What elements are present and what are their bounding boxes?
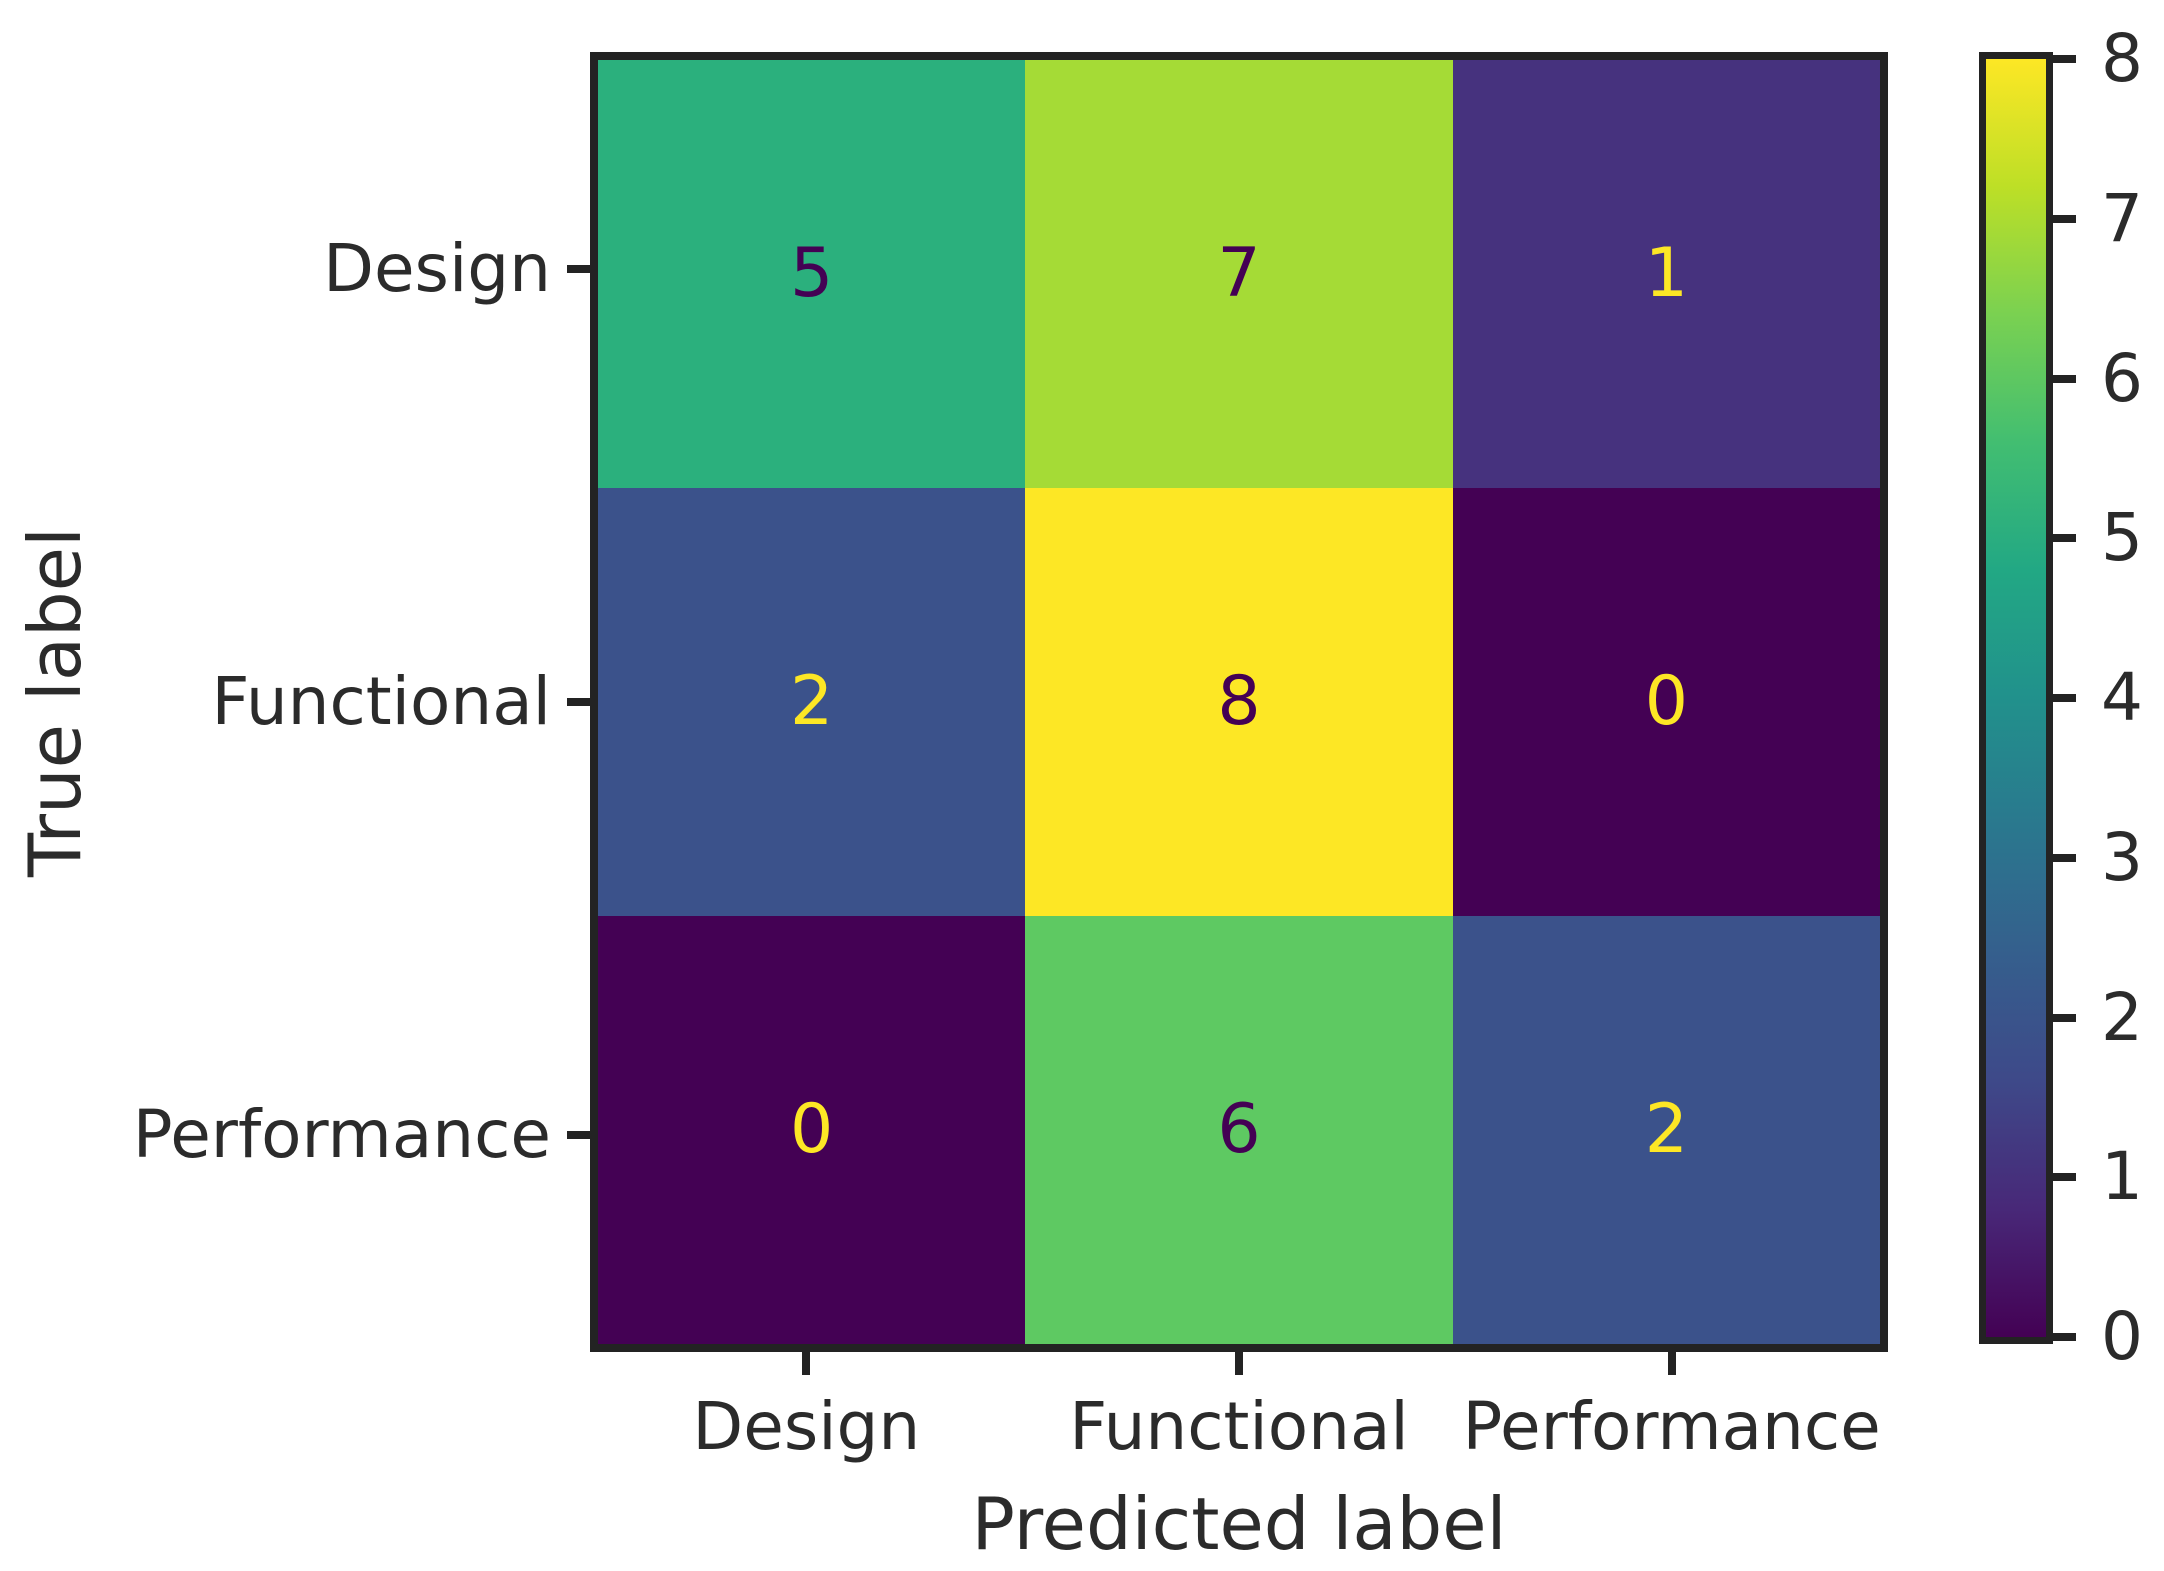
tick-mark-icon — [2046, 374, 2076, 383]
colorbar-tick-label: 5 — [2101, 499, 2143, 577]
colorbar-tick-label: 1 — [2101, 1138, 2143, 1216]
tick-mark-icon — [1235, 1344, 1243, 1375]
cell-design-functional: 7 — [1025, 60, 1453, 488]
tick-mark-icon — [2046, 1173, 2076, 1182]
tick-mark-icon — [2046, 1013, 2076, 1022]
colorbar-tick-7: 7 — [2046, 179, 2143, 257]
y-tick-label: Performance — [132, 1096, 551, 1174]
tick-mark-icon — [1667, 1344, 1676, 1375]
x-tick-label: Performance — [1462, 1388, 1881, 1465]
cell-design-performance: 1 — [1452, 60, 1880, 488]
y-tick-label: Functional — [211, 662, 551, 740]
tick-mark-icon — [802, 1344, 811, 1375]
colorbar-gradient — [1986, 59, 2046, 1337]
colorbar-tick-8: 8 — [2046, 26, 2143, 92]
y-tick-label: Design — [323, 229, 551, 307]
colorbar-tick-label: 0 — [2101, 1298, 2143, 1375]
colorbar-tick-label: 4 — [2101, 659, 2143, 736]
tick-mark-icon — [2046, 694, 2076, 702]
colorbar-tick-0: 0 — [2046, 1304, 2143, 1370]
cell-performance-performance: 2 — [1452, 916, 1880, 1344]
cell-functional-performance: 0 — [1452, 488, 1880, 916]
y-tick-design: Design — [38, 52, 598, 485]
cell-functional-design: 2 — [598, 488, 1026, 916]
y-tick-performance: Performance — [38, 919, 598, 1352]
x-tick-functional: Functional — [1023, 1344, 1456, 1460]
tick-mark-icon — [2046, 1333, 2076, 1341]
colorbar-tick-2: 2 — [2046, 978, 2143, 1056]
y-tick-functional: Functional — [38, 485, 598, 918]
x-tick-label: Design — [692, 1388, 921, 1465]
colorbar-tick-label: 2 — [2101, 978, 2143, 1056]
tick-mark-icon — [2046, 55, 2076, 63]
colorbar-tick-label: 3 — [2101, 818, 2143, 896]
cell-functional-functional: 8 — [1025, 488, 1453, 916]
tick-mark-icon — [2046, 853, 2076, 862]
tick-mark-icon — [567, 1131, 598, 1140]
colorbar-tick-label: 8 — [2101, 20, 2143, 97]
colorbar-tick-label: 6 — [2101, 339, 2143, 417]
tick-mark-icon — [2046, 214, 2076, 223]
cell-design-design: 5 — [598, 60, 1026, 488]
cell-performance-design: 0 — [598, 916, 1026, 1344]
tick-mark-icon — [567, 697, 598, 706]
x-tick-label: Functional — [1069, 1388, 1409, 1465]
colorbar-tick-6: 6 — [2046, 339, 2143, 417]
x-axis-title: Predicted label — [971, 1482, 1507, 1566]
x-tick-design: Design — [590, 1344, 1023, 1460]
x-tick-performance: Performance — [1455, 1344, 1888, 1460]
colorbar-tick-1: 1 — [2046, 1144, 2143, 1210]
tick-mark-icon — [567, 264, 598, 273]
colorbar: 0 1 2 3 4 5 6 7 8 — [1979, 26, 2143, 1370]
cell-performance-functional: 6 — [1025, 916, 1453, 1344]
colorbar-tick-3: 3 — [2046, 818, 2143, 896]
colorbar-tick-4: 4 — [2046, 665, 2143, 731]
tick-mark-icon — [2046, 534, 2076, 543]
colorbar-tick-5: 5 — [2046, 505, 2143, 571]
colorbar-tick-label: 7 — [2101, 179, 2143, 257]
colorbar-ticks: 0 1 2 3 4 5 6 7 8 — [1986, 26, 2143, 1370]
